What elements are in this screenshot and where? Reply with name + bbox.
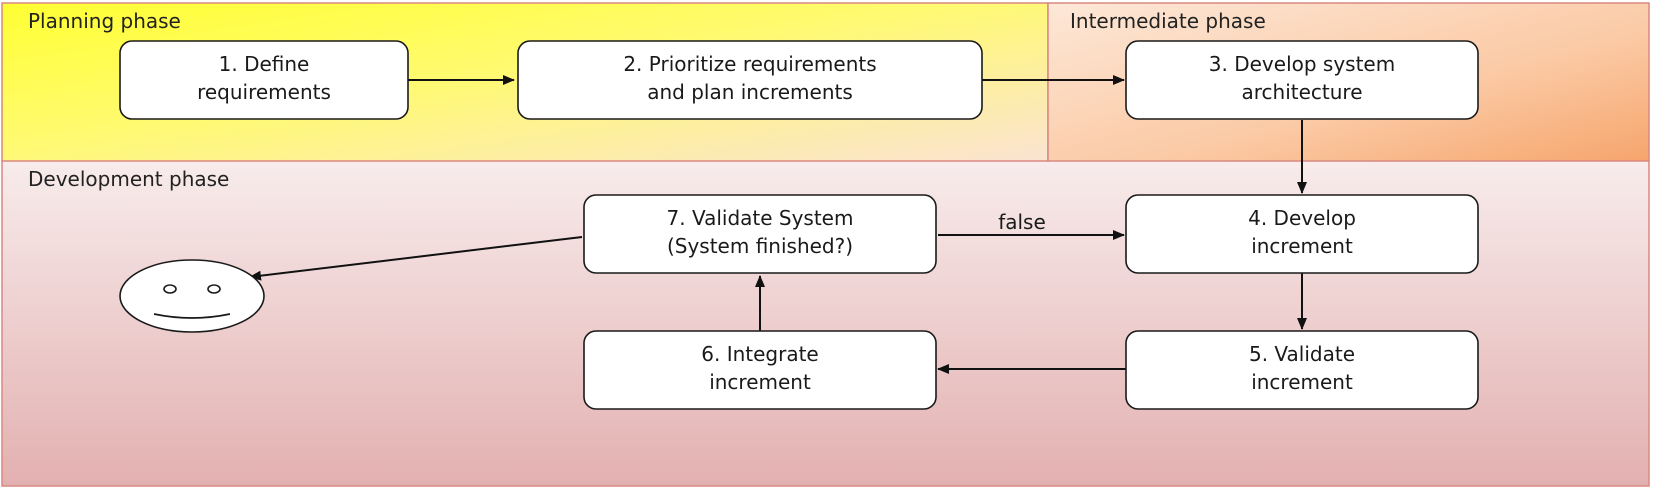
node-4-line-2: increment	[1251, 234, 1353, 258]
node-7-line-2: (System finished?)	[667, 234, 853, 258]
edge-n7-to-smiley	[249, 236, 583, 281]
node-7-line-1: 7. Validate System	[667, 206, 854, 230]
node-3-line-1: 3. Develop system	[1209, 52, 1395, 76]
svg-text:7. Validate System(System fini: 7. Validate System (System finished?)	[667, 206, 854, 258]
node-2-line-1: 2. Prioritize requirements	[623, 52, 876, 76]
development-phase-label: Development phase	[28, 167, 229, 191]
node-5-line-2: increment	[1251, 370, 1353, 394]
edge-label-false: false	[998, 210, 1046, 234]
node-validate-increment: 5. Validate increment	[1125, 330, 1479, 410]
planning-phase-label: Planning phase	[28, 9, 181, 33]
node-integrate-increment: 6. Integrate increment	[583, 330, 937, 410]
node-develop-system-architecture: 3. Develop system architecture	[1125, 40, 1479, 120]
node-2-line-2: and plan increments	[647, 80, 853, 104]
node-5-line-1: 5. Validate	[1249, 342, 1355, 366]
node-1-line-2: requirements	[197, 80, 331, 104]
node-define-requirements: 1. Define requirements	[119, 40, 409, 120]
node-6-line-2: increment	[709, 370, 811, 394]
node-1-line-1: 1. Define	[219, 52, 310, 76]
node-validate-system: 7. Validate System (System finished?)	[583, 194, 937, 274]
node-3-line-2: architecture	[1241, 80, 1362, 104]
intermediate-phase-label: Intermediate phase	[1070, 9, 1266, 33]
node-prioritize-requirements: 2. Prioritize requirements and plan incre…	[517, 40, 983, 120]
node-develop-increment: 4. Develop increment	[1125, 194, 1479, 274]
node-4-line-1: 4. Develop	[1248, 206, 1356, 230]
node-6-line-1: 6. Integrate	[701, 342, 818, 366]
smiley-face-icon	[119, 259, 265, 333]
